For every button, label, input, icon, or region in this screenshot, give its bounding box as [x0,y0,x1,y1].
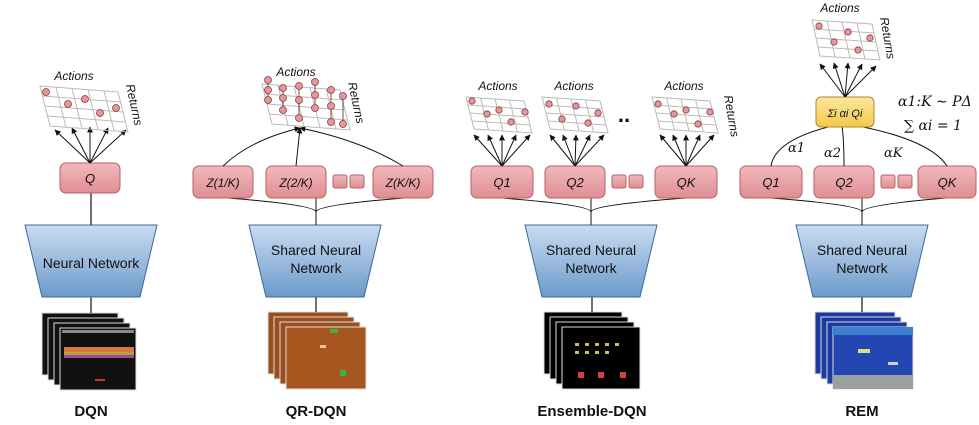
returns-label-ensemble: Returns [721,94,742,138]
network-label-ensemble-line1: Shared Neural [546,242,636,258]
alpha-1: α1 [788,141,805,156]
network-label-qr-dqn-line2: Network [290,260,342,276]
atari-frames-qr-dqn [267,311,367,390]
rem-qk-label: QK [938,175,958,190]
quantile-dots [264,76,347,128]
return-dots-rem [815,22,874,54]
caption-qr-dqn: QR-DQN [286,403,347,420]
panel-ensemble-dqn: Shared Neural Network Q1 Q2 QK [465,79,742,420]
plots-ensemble [465,96,719,167]
weighted-sum-label: Σi αi Qi [827,108,863,120]
atari-frames-ensemble [543,311,641,390]
actions-label-rem: Actions [819,1,859,15]
rem-q2-label: Q2 [835,175,853,190]
returns-label-rem: Returns [877,16,898,60]
ensemble-q1-label: Q1 [493,175,510,190]
rem-q1-label: Q1 [762,175,779,190]
actions-label-ensemble-2: Actions [553,79,593,93]
network-label-rem-line1: Shared Neural [817,242,907,258]
q-head-label: Q [85,171,95,186]
panel-rem: Shared Neural Network Q1 Q2 QK α1 α2 αK … [739,1,977,420]
alpha-k: αK [884,146,904,161]
panel-qr-dqn: Shared Neural Network Z(1/K) Z(2/K) Z(K/… [192,65,434,420]
panel-dqn: Neural Network Q Actions Returns DQN [24,69,158,420]
returns-grid-qr-dqn [261,83,351,131]
returns-label-dqn: Returns [123,83,145,127]
arrows-qr-dqn [222,126,404,167]
formula-alpha-sum: ∑ αi = 1 [904,118,962,134]
actions-label-qr-dqn: Actions [275,65,315,79]
return-dots-dqn [42,88,120,117]
actions-label-ensemble-k: Actions [663,79,703,93]
arrows-dqn [54,126,127,164]
atari-frames-rem [814,311,914,390]
ensemble-q2-label: Q2 [566,175,584,190]
atari-frames-dqn [41,312,137,391]
rem-heads [739,165,977,199]
actions-label-ensemble-1: Actions [477,79,517,93]
caption-dqn: DQN [74,403,107,420]
z-head-2-label: Z(2/K) [278,176,312,190]
z-head-k-label: Z(K/K) [385,176,421,190]
ensemble-heads [470,165,718,199]
returns-grid-rem [811,19,881,61]
connectors-ensemble [501,197,687,225]
neural-network-rem [795,224,929,298]
network-label-qr-dqn-line1: Shared Neural [271,242,361,258]
actions-label-dqn: Actions [53,69,93,83]
ensemble-ellipsis: .. [618,102,630,127]
arrows-rem [819,62,877,98]
returns-label-qr-dqn: Returns [345,81,367,125]
connectors-rem [770,197,947,225]
neural-network-dqn [24,224,158,298]
formula-alpha-distribution: α1:K ∼ PΔ [898,94,972,110]
connectors-qr-dqn [227,197,405,225]
network-label-dqn: Neural Network [43,255,140,271]
network-label-rem-line2: Network [836,260,888,276]
caption-rem: REM [845,403,878,420]
ensemble-qk-label: QK [677,175,697,190]
alpha-2: α2 [824,146,841,161]
neural-network-qr-dqn [248,224,382,298]
neural-network-ensemble [524,224,658,298]
network-label-ensemble-line2: Network [565,260,617,276]
caption-ensemble-dqn: Ensemble-DQN [537,403,646,420]
weight-connections [770,125,948,167]
z-head-1-label: Z(1/K) [205,176,239,190]
